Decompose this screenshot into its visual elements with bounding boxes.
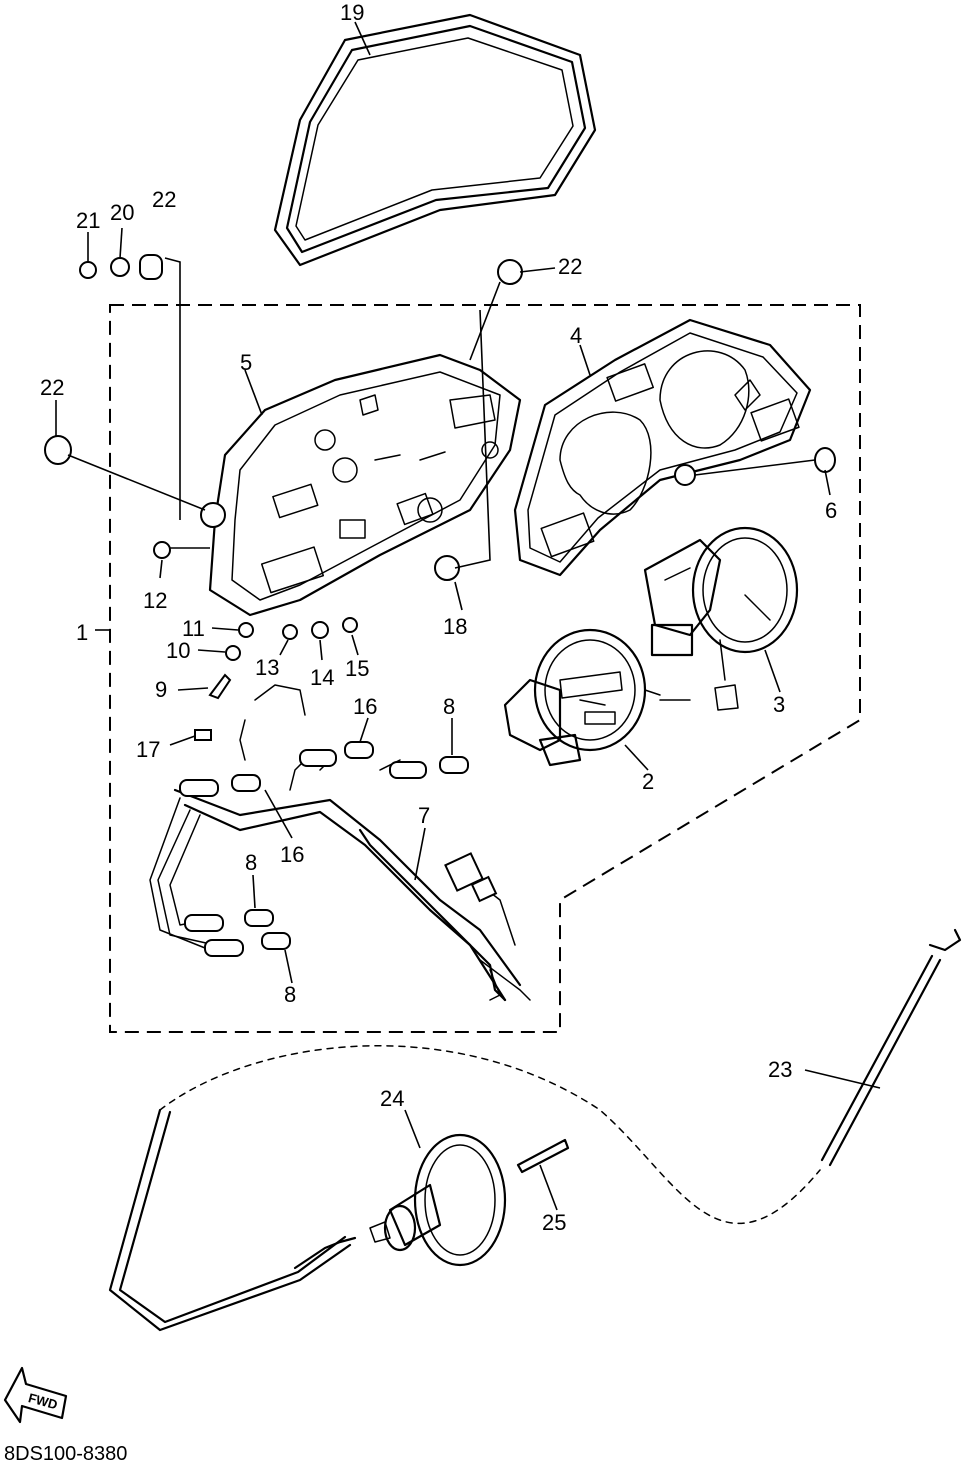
part-4-meter-panel — [513, 318, 812, 577]
fwd-label: FWD — [27, 1390, 59, 1412]
part-3-tachometer — [643, 526, 799, 711]
callout-21: 21 — [76, 208, 100, 233]
callout-23: 23 — [768, 1057, 792, 1082]
part-25-pin — [516, 1138, 570, 1174]
callout-12: 12 — [143, 588, 167, 613]
callout-2: 2 — [642, 769, 654, 794]
callout-11: 11 — [182, 616, 205, 641]
callout-7: 7 — [418, 803, 430, 828]
assembly-boundary — [109, 304, 861, 1033]
callout-16-top: 16 — [353, 694, 377, 719]
callout-18: 18 — [443, 614, 467, 639]
callout-6: 6 — [825, 498, 837, 523]
callout-22-left: 22 — [40, 375, 64, 400]
callout-10: 10 — [166, 638, 190, 663]
small-parts-grommets — [44, 254, 836, 957]
callout-8-bottom: 8 — [284, 982, 296, 1007]
callout-9: 9 — [155, 677, 167, 702]
diagram-code: 8DS100-8380 — [4, 1443, 127, 1465]
callout-4: 4 — [570, 323, 582, 348]
part-5-meter-case — [208, 353, 522, 617]
forward-direction-arrow: FWD — [3, 1366, 68, 1424]
callout-16-bottom: 16 — [280, 842, 304, 867]
callout-14: 14 — [310, 665, 334, 690]
callout-22-right: 22 — [558, 254, 582, 279]
callout-22-top-left: 22 — [152, 187, 176, 212]
callout-1: 1 — [76, 620, 88, 645]
part-2-speedometer — [503, 628, 691, 767]
callout-3: 3 — [773, 692, 785, 717]
callout-13: 13 — [255, 655, 279, 680]
part-23-meter-cable — [108, 928, 962, 1332]
callout-5: 5 — [240, 350, 252, 375]
callout-8-top: 8 — [443, 694, 455, 719]
callout-24: 24 — [380, 1086, 404, 1111]
callout-17: 17 — [136, 737, 160, 762]
callout-15: 15 — [345, 656, 369, 681]
part-19-visor-frame — [273, 13, 597, 267]
callout-8-middle: 8 — [245, 850, 257, 875]
callout-19: 19 — [340, 0, 364, 25]
callout-20: 20 — [110, 200, 134, 225]
part-24-meter-gear-unit — [369, 1133, 507, 1267]
leader-lines — [55, 21, 881, 1211]
callout-25: 25 — [542, 1210, 566, 1235]
